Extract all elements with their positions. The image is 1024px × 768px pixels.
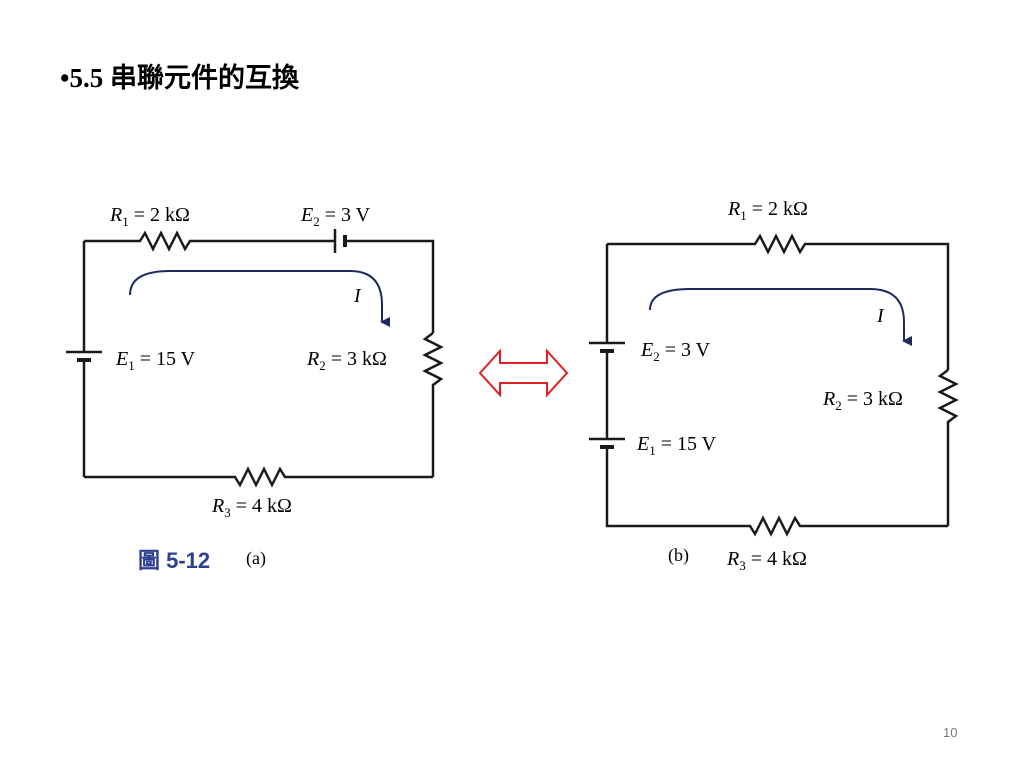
- wire-a-top: [84, 230, 335, 252]
- label-e1-a: E1 = 15 V: [115, 348, 196, 373]
- current-arrow-b: [649, 288, 912, 346]
- resistor-r1-b: [607, 233, 950, 370]
- current-arrow-a: [129, 270, 390, 327]
- label-r2-b: R2 = 3 kΩ: [822, 388, 903, 413]
- caption-a: (a): [246, 548, 266, 569]
- label-r2-a: R2 = 3 kΩ: [306, 348, 387, 373]
- circuit-a: [66, 229, 444, 488]
- resistor-r2-b: [937, 369, 959, 526]
- circuit-b: [589, 233, 959, 537]
- resistor-r2-a: [422, 332, 444, 477]
- label-e2-b: E2 = 3 V: [640, 339, 711, 364]
- figure-number: 圖 5-12: [138, 548, 210, 573]
- slide-title: •5.5 串聯元件的互換: [60, 63, 299, 93]
- resistor-r3-a: [84, 466, 433, 488]
- label-r1-a: R1 = 2 kΩ: [109, 204, 190, 229]
- label-current-b: I: [876, 305, 885, 327]
- label-e2-a: E2 = 3 V: [300, 204, 371, 229]
- resistor-r3-b: [605, 447, 948, 537]
- page-number: 10: [943, 725, 958, 740]
- label-e1-b: E1 = 15 V: [636, 433, 717, 458]
- label-r3-a: R3 = 4 kΩ: [211, 495, 292, 520]
- double-headed-arrow-icon: [478, 348, 569, 398]
- wire-a-top-right: [345, 239, 435, 333]
- label-current-a: I: [353, 285, 362, 307]
- label-r1-b: R1 = 2 kΩ: [727, 198, 808, 223]
- label-r3-b: R3 = 4 kΩ: [726, 548, 807, 573]
- caption-b: (b): [668, 545, 689, 566]
